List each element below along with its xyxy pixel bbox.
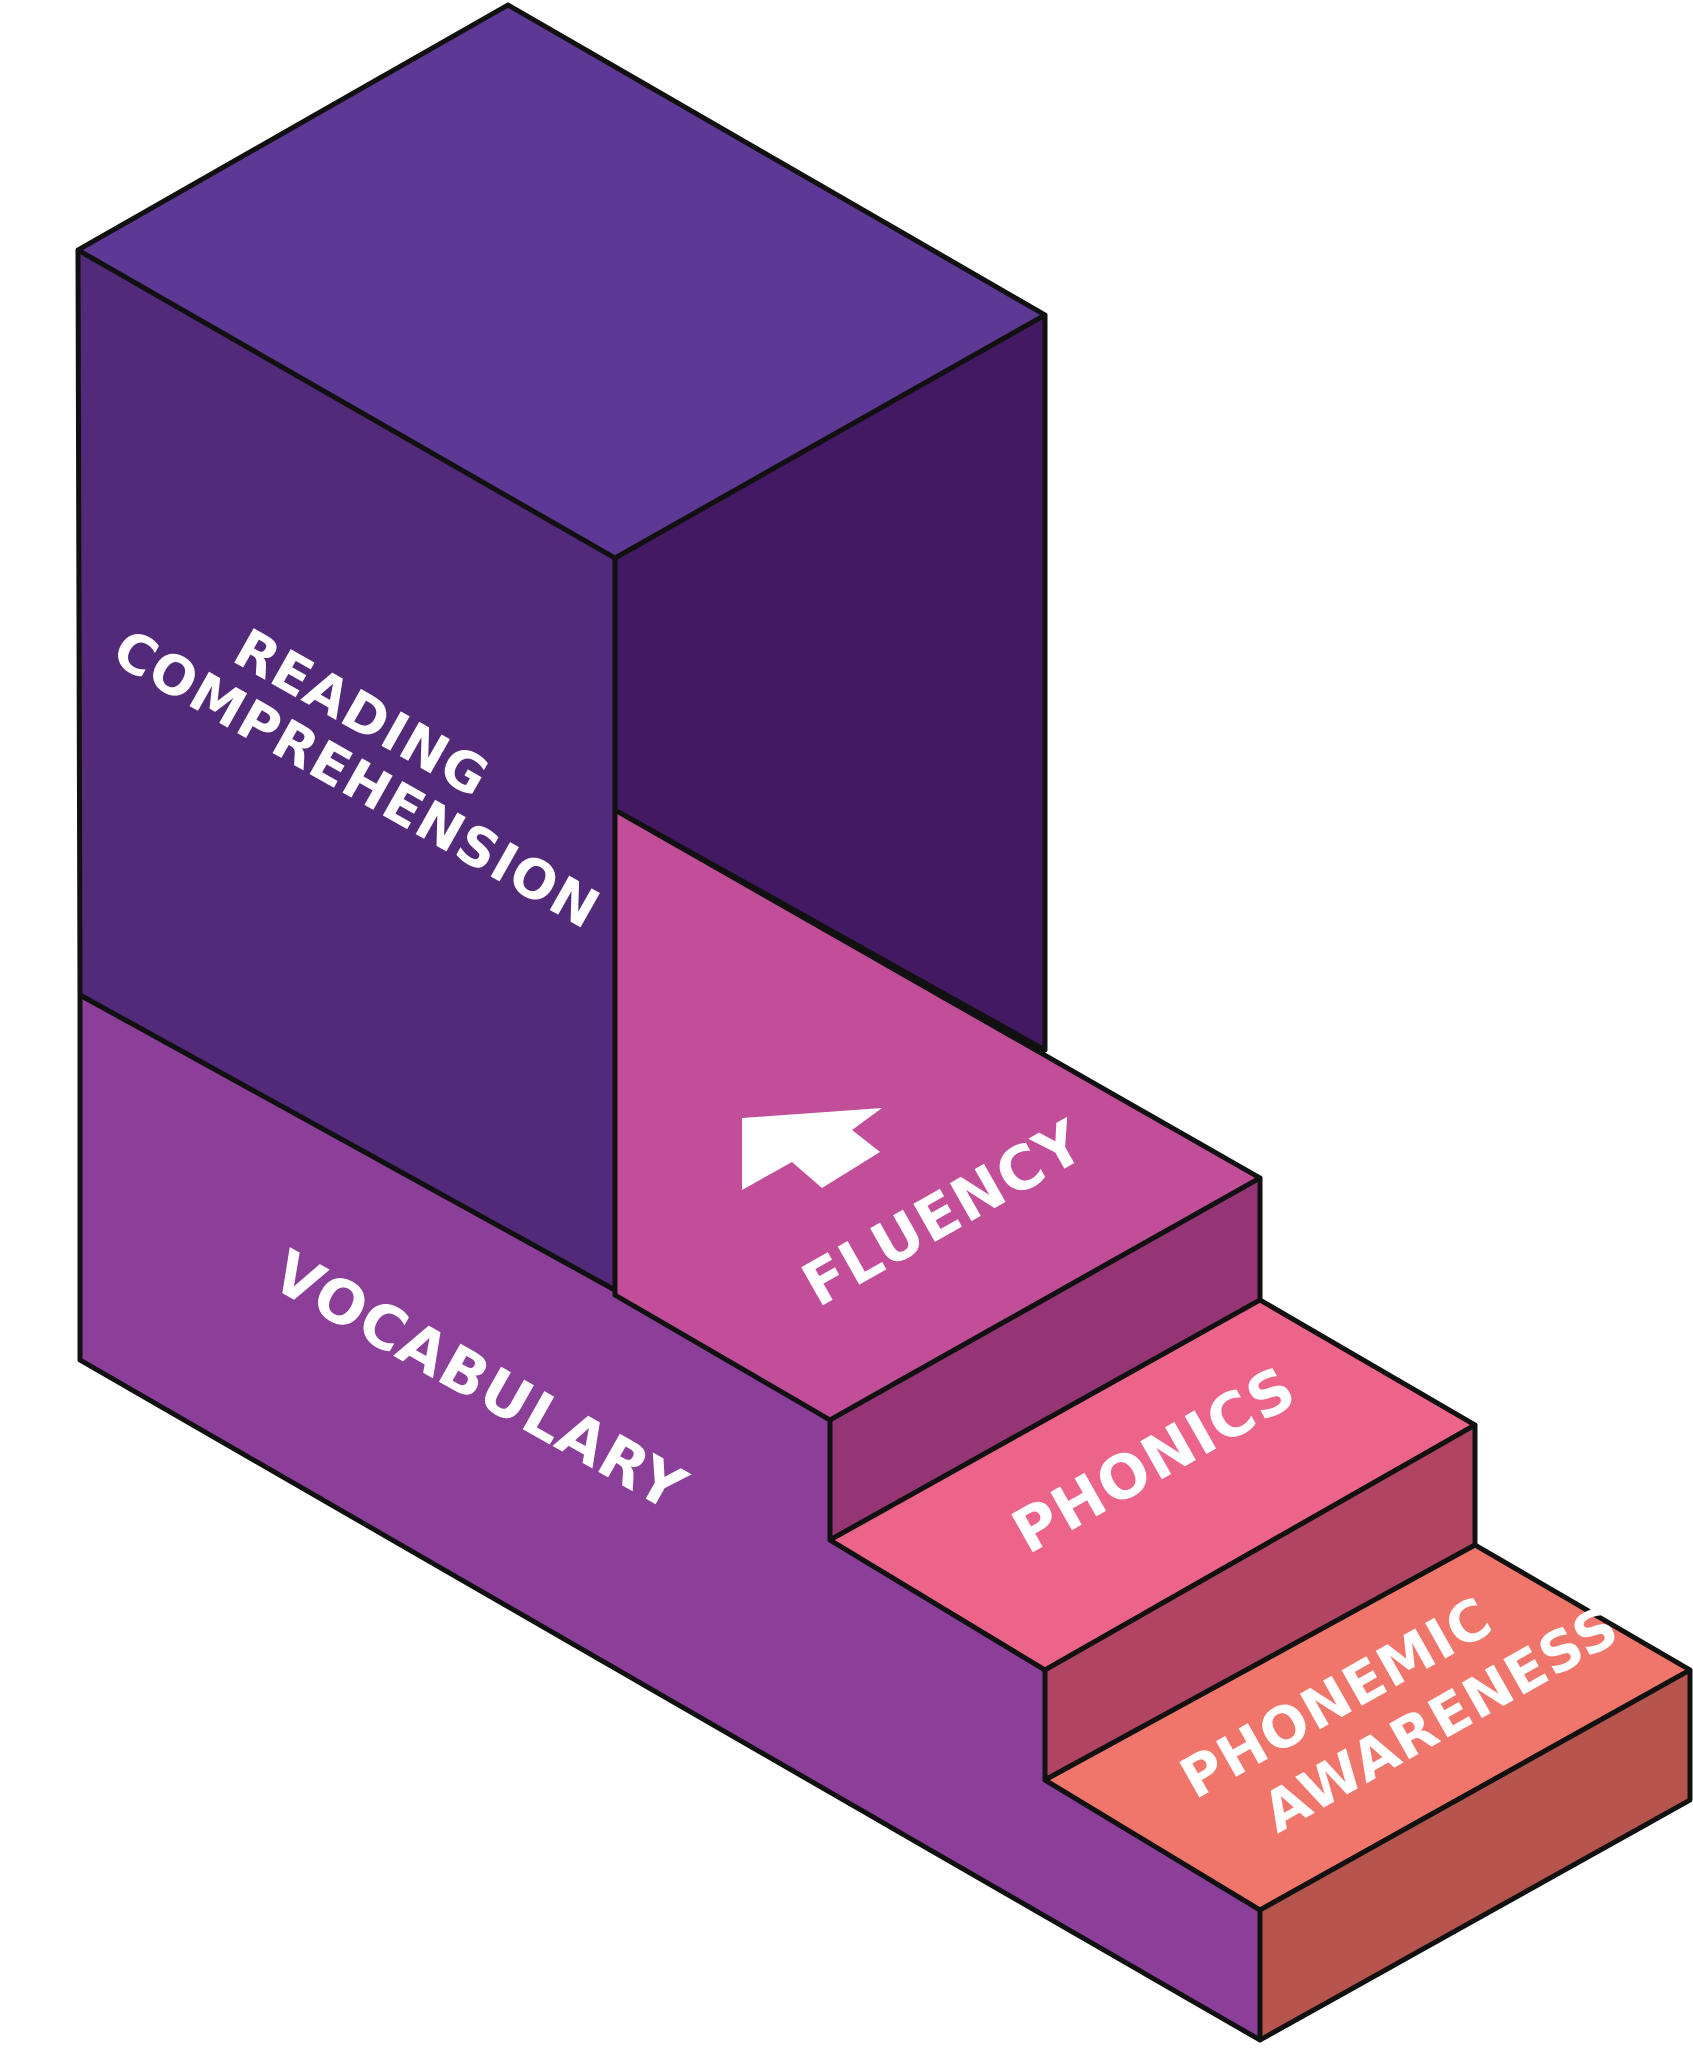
up-arrow-icon xyxy=(742,1108,882,1190)
phonemic-awareness-front-face xyxy=(1257,1667,1693,2043)
reading-comprehension-top-face xyxy=(75,2,1048,561)
